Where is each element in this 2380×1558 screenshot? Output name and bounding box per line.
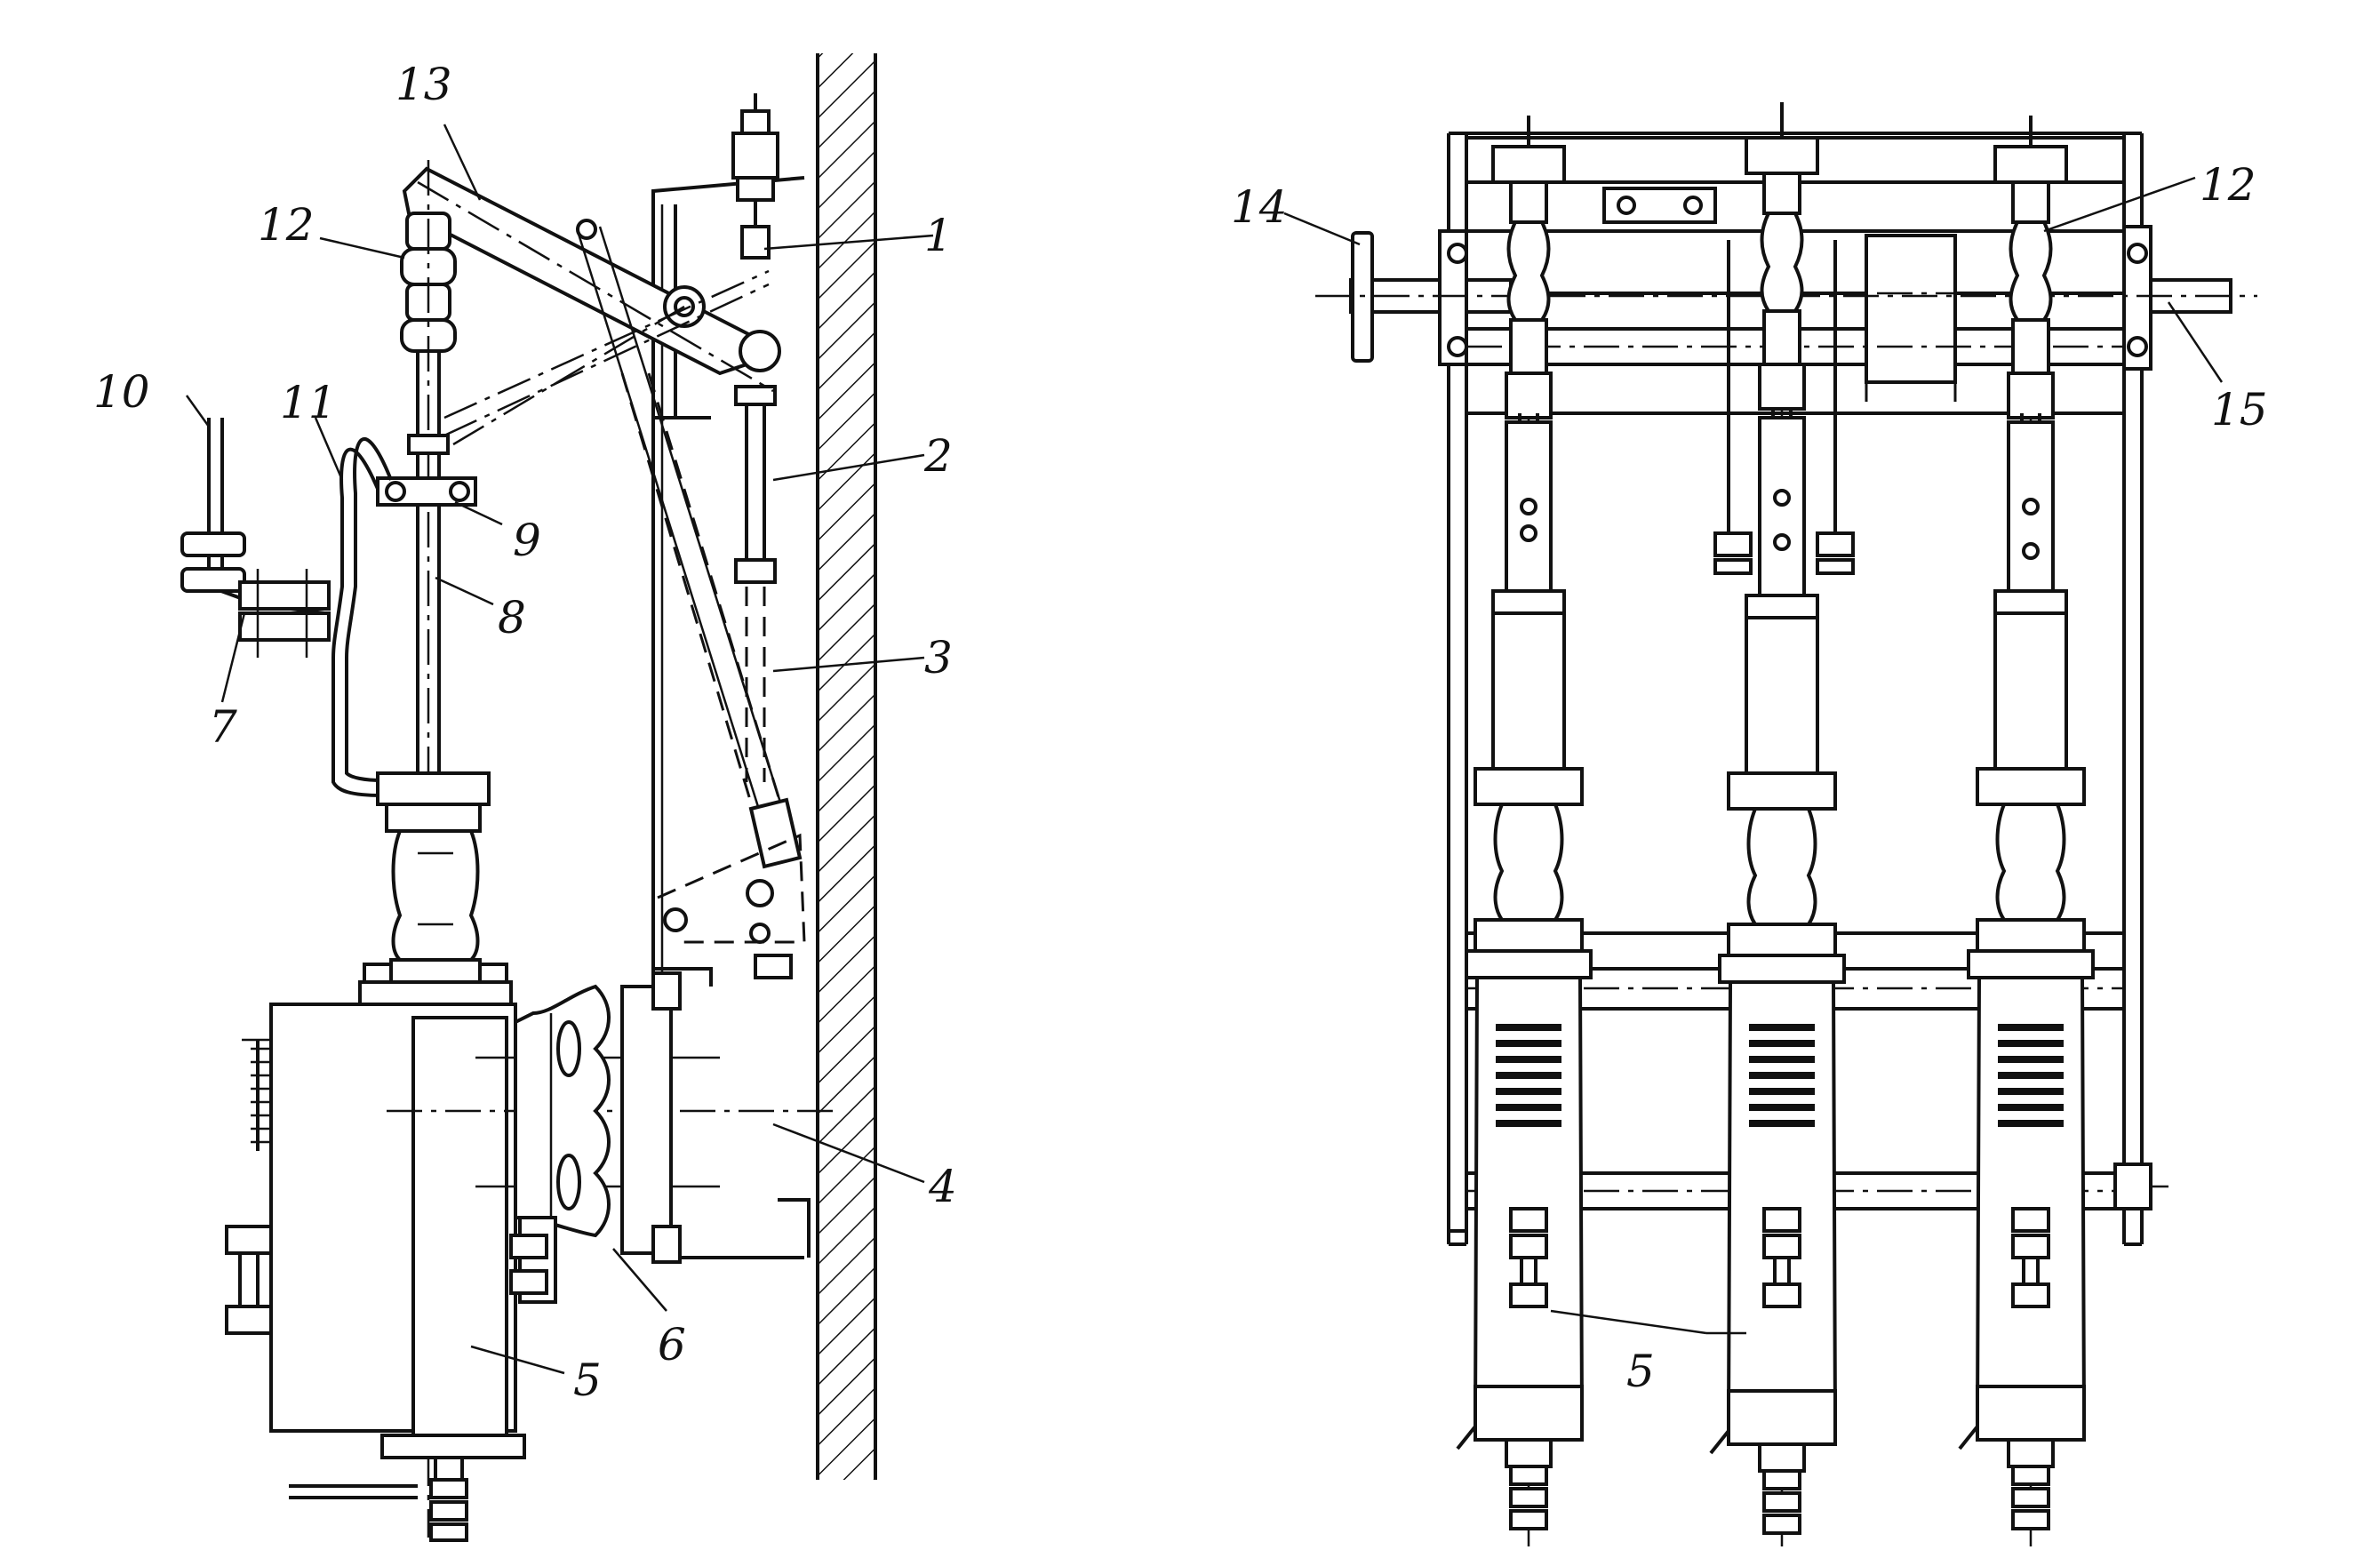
callout-9: 9 (513, 515, 541, 566)
callout-5-front: 5 (1626, 1346, 1655, 1397)
link-rod (576, 226, 803, 869)
spring-rod (734, 385, 777, 782)
top-bracket (731, 93, 779, 260)
callout-12-front: 12 (2200, 159, 2256, 211)
pole-3 (1958, 116, 2095, 1546)
callout-14: 14 (1231, 181, 1288, 233)
operating-shaft (1315, 225, 2257, 371)
callout-3: 3 (924, 632, 953, 683)
callout-12: 12 (258, 199, 315, 251)
leader-lines (185, 124, 2224, 1375)
support-insulator (358, 771, 513, 1006)
callout-11: 11 (280, 377, 337, 428)
wall (816, 53, 877, 1480)
callout-1: 1 (924, 210, 953, 261)
callout-6: 6 (658, 1319, 686, 1370)
scale-ticks (251, 1040, 271, 1151)
callout-2: 2 (923, 430, 953, 482)
callout-8: 8 (498, 592, 526, 643)
pole-2 (1709, 102, 1855, 1546)
fuse-housing (225, 1003, 835, 1542)
operating-lever (402, 166, 781, 446)
horizontal-insulator (509, 971, 682, 1304)
pole-1 (1456, 116, 1593, 1546)
callout-5: 5 (573, 1354, 602, 1406)
callout-10: 10 (93, 366, 150, 418)
callout-labels: 1 2 3 4 5 6 7 8 9 10 11 12 13 5 12 14 15 (93, 59, 2268, 1406)
lower-bracket (657, 833, 806, 979)
callout-13: 13 (395, 59, 452, 110)
callout-4: 4 (928, 1161, 957, 1212)
side-view (180, 53, 877, 1542)
callout-7: 7 (209, 701, 237, 753)
callout-15: 15 (2211, 384, 2268, 435)
bent-bracket (180, 418, 393, 797)
front-view (1315, 102, 2257, 1546)
